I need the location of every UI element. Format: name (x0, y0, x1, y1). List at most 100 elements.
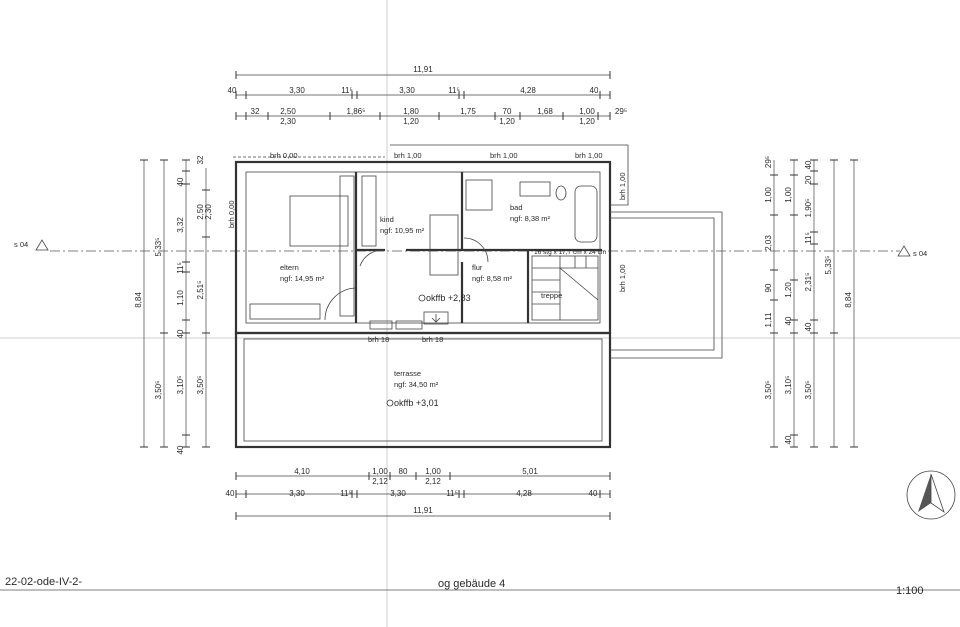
north-arrow-icon (906, 470, 956, 520)
dim-top-r2-low-1: 1,20 (403, 117, 419, 126)
dim-top-r2-5: 70 (503, 107, 512, 116)
dim-right-c2-1: 1,00 (784, 187, 793, 203)
brh-top-3: brh 1,00 (575, 151, 603, 160)
dim-left-c3-0: 32 (196, 155, 205, 164)
dim-right-c3-6: 3,50⁵ (804, 381, 813, 400)
dim-right-c1-2: 90 (764, 283, 773, 292)
dim-left-c3-1: 40 (176, 177, 185, 186)
room-treppe-name: treppe (541, 291, 562, 300)
dim-right-c1-0: 1,00 (764, 187, 773, 203)
dim-top-r2-7: 1,00 (579, 107, 595, 116)
dim-right-c3-1: 20 (804, 175, 813, 184)
brh-left: brh 0,00 (227, 200, 236, 228)
dim-left-overall: 8,84 (134, 292, 143, 308)
dim-top-r1-0: 40 (228, 86, 237, 95)
dim-left-c4-0: 2,50 (196, 204, 205, 220)
dim-top-r2-1: 2,50 (280, 107, 296, 116)
brh-right-mid: brh 1,00 (618, 264, 627, 292)
dim-top-r2-low-2: 1,20 (499, 117, 515, 126)
room-flur-name: flur (472, 263, 483, 272)
dim-top-r2-8: 29⁵ (615, 107, 627, 116)
double-bed (289, 195, 349, 247)
right-dimensions: 1,00 2,03 90 1,11 3,50⁵ 29⁵ 1,00 1,20 40… (764, 156, 858, 448)
dim-left-c2-0: 5,33⁵ (154, 238, 163, 257)
dim-right-c3-0: 40 (804, 160, 813, 169)
left-dimensions: 8,84 5,33⁵ 3,50⁵ 32 40 3,32 11⁵ 1,10 40 … (134, 155, 213, 454)
room-kind-name: kind (380, 215, 394, 224)
dim-right-c2-5: 40 (784, 435, 793, 444)
building-walls (233, 144, 723, 449)
window-sill-labels: brh 0,00 brh 1,00 brh 1,00 brh 1,00 brh … (227, 151, 627, 344)
dim-left-c3-3: 11⁵ (176, 262, 185, 274)
dim-bot-r1-2: 80 (399, 467, 408, 476)
dim-right-c4-0: 5,33⁵ (824, 256, 833, 275)
dim-bot-r1-4: 5,01 (522, 467, 538, 476)
dim-left-c4-1: 2,30 (204, 204, 213, 220)
dim-top-r1-1: 3,30 (289, 86, 305, 95)
dim-top-r1-3: 3,30 (399, 86, 415, 95)
wardrobe (339, 175, 355, 317)
dim-bot-r2-5: 4,28 (516, 489, 532, 498)
dim-top-r2-2: 1,86⁵ (347, 107, 366, 116)
washbasin (519, 181, 551, 197)
kids-wardrobe (361, 175, 377, 247)
dim-right-c2-3: 40 (784, 316, 793, 325)
top-dimensions: 11,91 40 3,30 11⁵ 3,30 11⁵ 4,28 40 32 2,… (228, 65, 628, 126)
dim-top-overall: 11,91 (413, 65, 433, 74)
door-swing-bad (463, 237, 489, 263)
room-flur-area: ngf: 8,58 m² (472, 274, 513, 283)
dim-bot-r1-0: 4,10 (294, 467, 310, 476)
kids-desk (429, 214, 459, 276)
level-marker-icon (386, 399, 394, 407)
dim-bot-r2-6: 40 (589, 489, 598, 498)
dim-top-r1-2: 11⁵ (341, 86, 353, 95)
dim-right-c2-0: 29⁵ (764, 156, 773, 168)
dim-right-c1-3: 1,11 (764, 312, 773, 328)
section-marker-left: s 04 (14, 240, 28, 249)
room-labels: eltern ngf: 14,95 m² kind ngf: 10,95 m² … (280, 203, 606, 389)
room-bad-area: ngf: 8,38 m² (510, 214, 551, 223)
dim-bot-r1-3: 1,00 (425, 467, 441, 476)
built-in-cupboard (249, 303, 321, 320)
dim-right-c3-3: 11⁵ (804, 232, 813, 244)
dim-top-r1-4: 11⁵ (448, 86, 460, 95)
drawing-title: og gebäude 4 (438, 578, 505, 590)
shower-tray (465, 179, 493, 211)
title-block: 22-02-ode-IV-2- og gebäude 4 1:100 (0, 576, 960, 597)
level-markers: okffb +2,83 okffb +3,01 (386, 293, 471, 408)
room-bad-name: bad (510, 203, 523, 212)
dim-left-c4-3: 3,50⁵ (196, 376, 205, 395)
dim-bot-r2-4: 11⁵ (446, 489, 458, 498)
brh-bottom-1: brh 18 (368, 335, 389, 344)
section-marker-right-icon (897, 245, 911, 257)
dim-right-c3-2: 1,90⁵ (804, 199, 813, 218)
dim-right-c1-1: 2,03 (764, 235, 773, 251)
dim-bot-overall: 11,91 (413, 506, 433, 515)
level-upper: okffb +2,83 (426, 293, 471, 303)
staircase (531, 255, 599, 321)
room-eltern-name: eltern (280, 263, 299, 272)
dim-right-c3-4: 2,31⁵ (804, 273, 813, 292)
dim-bot-r2-1: 3,30 (289, 489, 305, 498)
level-marker-icon (418, 294, 426, 302)
dim-left-c4-2: 2,51⁵ (196, 281, 205, 300)
bathtub (574, 185, 598, 243)
dim-right-c3-5: 40 (804, 322, 813, 331)
door-swing-eltern (324, 287, 356, 321)
level-terrace: okffb +3,01 (394, 398, 439, 408)
brh-top-1: brh 1,00 (394, 151, 422, 160)
dim-left-c3-2: 3,32 (176, 217, 185, 233)
door-swing-kind (359, 249, 385, 267)
dim-top-r2-0: 32 (251, 107, 260, 116)
terrace-outline (234, 331, 612, 449)
dim-right-c2-2: 1,20 (784, 282, 793, 298)
room-eltern-area: ngf: 14,95 m² (280, 274, 325, 283)
dim-bot-r2-2: 11⁵ (340, 489, 352, 498)
dim-right-c2-4: 3,10⁵ (784, 376, 793, 395)
dim-top-r2-6: 1,68 (537, 107, 553, 116)
dim-top-r2-4: 1,75 (460, 107, 476, 116)
arrow-down-icon (431, 314, 441, 323)
dim-top-r2-3: 1,80 (403, 107, 419, 116)
stair-note: 16 stg x 17,7 cm x 24 cm (534, 249, 606, 256)
